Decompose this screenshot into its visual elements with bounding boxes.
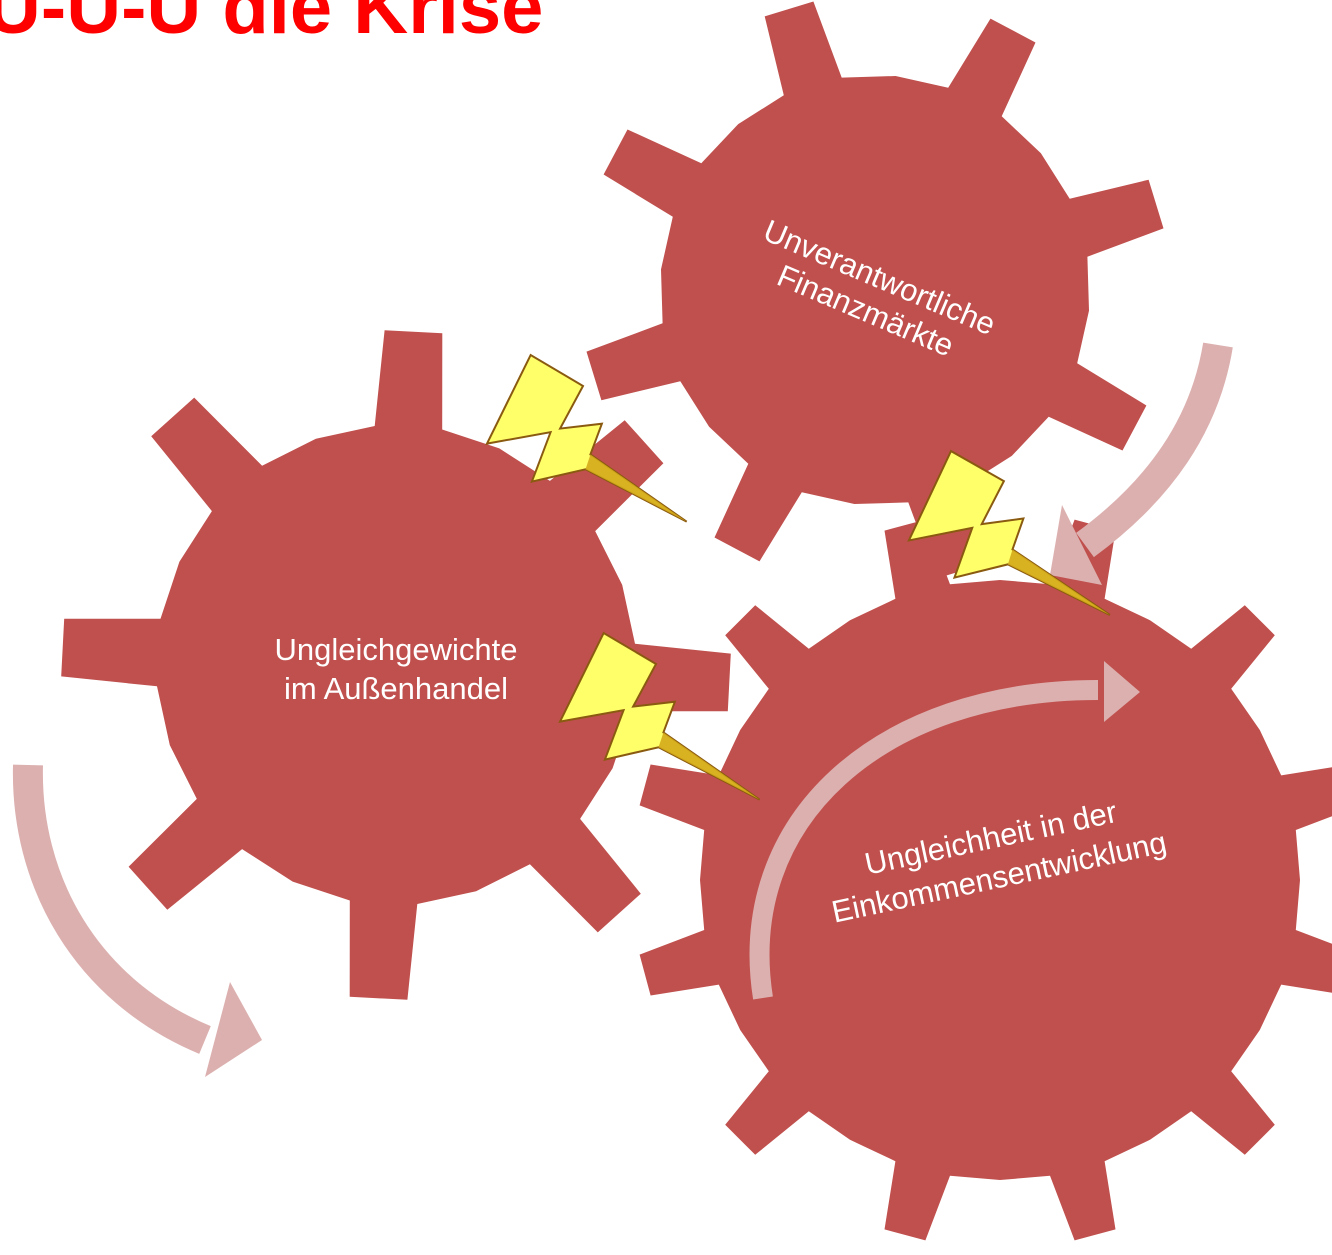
- gear-trade-line1: Ungleichgewichte: [275, 632, 518, 667]
- page-title: U-U-U die Krise: [0, 0, 544, 50]
- gear-finance: [586, 1, 1164, 579]
- lightning-bolt-icon: [531, 608, 761, 869]
- gear-trade: [61, 330, 731, 1000]
- gear-trade-line2: im Außenhandel: [284, 671, 508, 706]
- gear-income: [639, 519, 1332, 1241]
- lightning-bolt-icon: [879, 426, 1111, 686]
- lightning-bolt-icon: [458, 330, 688, 591]
- curved-arrow-icon: [12, 764, 262, 1077]
- curved-arrow-icon: [1050, 342, 1233, 585]
- gear-trade-label: Ungleichgewichte im Außenhandel: [275, 632, 518, 706]
- curved-arrow-icon: [749, 661, 1140, 1000]
